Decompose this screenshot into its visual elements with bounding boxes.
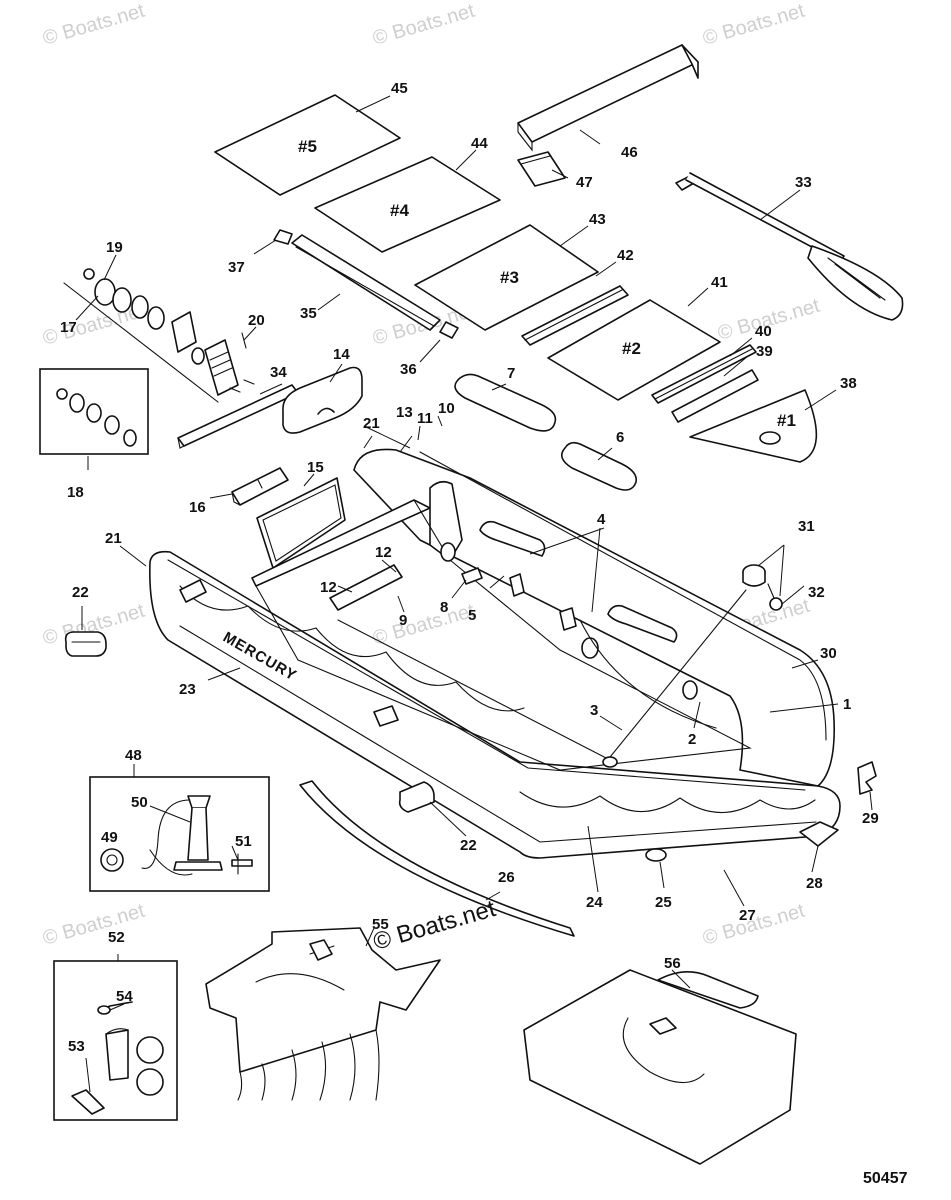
callout-28: 28 (806, 875, 823, 892)
callout-15: 15 (307, 459, 324, 476)
callout-35: 35 (300, 305, 317, 322)
callout-22b: 22 (460, 837, 477, 854)
watermark: © Boats.net (700, 0, 807, 50)
callout-41: 41 (711, 274, 728, 291)
floor-panel-5: #5 (214, 94, 401, 196)
boat-cover (205, 927, 441, 1101)
callout-50: 50 (131, 794, 148, 811)
callout-54: 54 (116, 988, 133, 1005)
callout-3: 3 (590, 702, 598, 719)
patch-plate (256, 477, 346, 569)
panel-label-5: #5 (298, 137, 317, 156)
carry-handle (282, 366, 363, 434)
callout-4: 4 (597, 511, 606, 528)
figure-number: 50457 (863, 1170, 908, 1187)
floor-panel-3: #3 (414, 224, 599, 331)
storage-bag (523, 969, 797, 1165)
callout-39: 39 (756, 343, 773, 360)
callout-2: 2 (688, 731, 696, 748)
transom-bracket (231, 467, 289, 506)
callout-48: 48 (125, 747, 142, 764)
callout-6: 6 (616, 429, 624, 446)
callout-30: 30 (820, 645, 837, 662)
rub-strip (177, 384, 299, 449)
callout-52: 52 (108, 929, 125, 946)
watermark: © Boats.net (370, 0, 477, 50)
watermark: © Boats.net (370, 600, 477, 650)
callout-1: 1 (843, 696, 851, 713)
callout-10: 10 (438, 400, 455, 417)
callout-49: 49 (101, 829, 118, 846)
callout-19: 19 (106, 239, 123, 256)
callout-13: 13 (396, 404, 413, 421)
seat-bench (273, 229, 459, 339)
keel-strip (299, 780, 575, 937)
callout-12b: 12 (320, 579, 337, 596)
callout-53: 53 (68, 1038, 85, 1055)
callout-16: 16 (189, 499, 206, 516)
callout-36: 36 (400, 361, 417, 378)
callout-23: 23 (179, 681, 196, 698)
callout-5: 5 (468, 607, 476, 624)
panel-label-3: #3 (500, 268, 519, 287)
callout-34: 34 (270, 364, 287, 381)
callout-9: 9 (399, 612, 407, 629)
panel-label-4: #4 (390, 201, 409, 220)
callout-42: 42 (617, 247, 634, 264)
callout-27: 27 (739, 907, 756, 924)
callout-32: 32 (808, 584, 825, 601)
gasket-kit-box (39, 368, 149, 455)
valve-assembly (63, 268, 255, 403)
watermark-main: © Boats.net (370, 895, 499, 956)
watermark: © Boats.net (40, 0, 147, 50)
callout-12: 12 (375, 544, 392, 561)
repair-kit-box (53, 960, 178, 1121)
floor-panel-1: #1 (689, 389, 818, 463)
callout-43: 43 (589, 211, 606, 228)
callout-17: 17 (60, 319, 77, 336)
leader-lines (75, 95, 873, 1093)
callout-38: 38 (840, 375, 857, 392)
seat-cover (517, 44, 699, 187)
callout-40: 40 (755, 323, 772, 340)
repair-patches (454, 373, 638, 491)
callout-labels: 45 44 46 47 33 43 42 41 40 39 38 37 35 3… (60, 80, 879, 1055)
callout-22: 22 (72, 584, 89, 601)
callout-24: 24 (586, 894, 603, 911)
floor-panel-4: #4 (314, 156, 501, 253)
callout-37: 37 (228, 259, 245, 276)
callout-45: 45 (391, 80, 408, 97)
callout-20: 20 (248, 312, 265, 329)
callout-56: 56 (664, 955, 681, 972)
callout-21b: 21 (105, 530, 122, 547)
floor-panel-2: #2 (547, 299, 721, 401)
callout-31: 31 (798, 518, 815, 535)
callout-8: 8 (440, 599, 448, 616)
callout-44: 44 (471, 135, 488, 152)
oar (675, 172, 904, 321)
inflatable-boat: MERCURY (149, 448, 877, 862)
stringers (521, 285, 759, 423)
callout-33: 33 (795, 174, 812, 191)
callout-11: 11 (417, 410, 433, 427)
panel-label-2: #2 (622, 339, 641, 358)
callout-26: 26 (498, 869, 515, 886)
callout-51: 51 (235, 833, 252, 850)
callout-25: 25 (655, 894, 672, 911)
handle-patches (64, 631, 435, 813)
callout-18: 18 (67, 484, 84, 501)
callout-47: 47 (576, 174, 593, 191)
callout-29: 29 (862, 810, 879, 827)
callout-46: 46 (621, 144, 638, 161)
panel-label-1: #1 (777, 411, 796, 430)
callout-55: 55 (372, 916, 389, 933)
callout-7: 7 (507, 365, 515, 382)
callout-21: 21 (363, 415, 380, 432)
pump-kit-box (89, 776, 270, 892)
watermark: © Boats.net (40, 900, 147, 950)
callout-14: 14 (333, 346, 350, 363)
